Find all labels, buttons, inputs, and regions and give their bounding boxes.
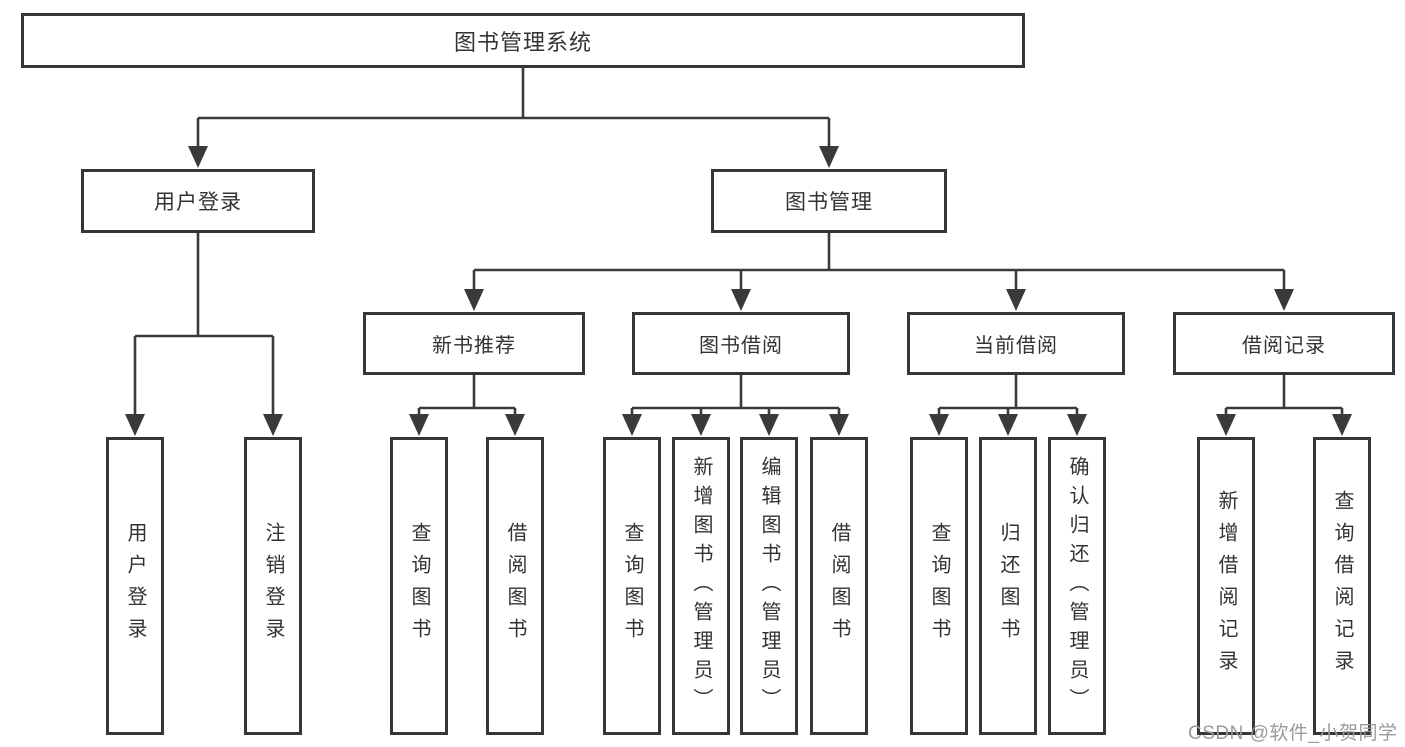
leaf-add-book-admin: 新增图书（管理员）	[672, 437, 730, 735]
leaf-borrow-books-recommend-label: 借阅图书	[504, 522, 526, 650]
leaf-query-books-current-label: 查询图书	[928, 522, 950, 650]
leaf-add-borrow-record-label: 新增借阅记录	[1215, 490, 1237, 682]
leaf-add-borrow-record: 新增借阅记录	[1197, 437, 1255, 735]
leaf-user-login: 用户登录	[106, 437, 164, 735]
leaf-edit-book-admin: 编辑图书（管理员）	[740, 437, 798, 735]
leaf-edit-book-admin-label: 编辑图书（管理员）	[758, 455, 780, 717]
leaf-query-books-borrow-label: 查询图书	[621, 522, 643, 650]
node-user-login: 用户登录	[81, 169, 315, 233]
leaf-return-book: 归还图书	[979, 437, 1037, 735]
node-new-book-recommend: 新书推荐	[363, 312, 585, 375]
node-book-management: 图书管理	[711, 169, 947, 233]
leaf-borrow-books: 借阅图书	[810, 437, 868, 735]
leaf-query-borrow-record-label: 查询借阅记录	[1331, 490, 1353, 682]
watermark: CSDN @软件_小贺同学	[1188, 723, 1398, 744]
leaf-logout: 注销登录	[244, 437, 302, 735]
node-borrow-records: 借阅记录	[1173, 312, 1395, 375]
leaf-confirm-return-admin: 确认归还（管理员）	[1048, 437, 1106, 735]
leaf-query-borrow-record: 查询借阅记录	[1313, 437, 1371, 735]
leaf-user-login-label: 用户登录	[124, 522, 146, 650]
leaf-add-book-admin-label: 新增图书（管理员）	[690, 455, 712, 717]
leaf-return-book-label: 归还图书	[997, 522, 1019, 650]
leaf-query-books-borrow: 查询图书	[603, 437, 661, 735]
leaf-confirm-return-admin-label: 确认归还（管理员）	[1066, 455, 1088, 717]
leaf-borrow-books-recommend: 借阅图书	[486, 437, 544, 735]
leaf-query-books-recommend-label: 查询图书	[408, 522, 430, 650]
node-current-borrow: 当前借阅	[907, 312, 1125, 375]
leaf-borrow-books-label: 借阅图书	[828, 522, 850, 650]
node-book-borrow: 图书借阅	[632, 312, 850, 375]
leaf-logout-label: 注销登录	[262, 522, 284, 650]
leaf-query-books-current: 查询图书	[910, 437, 968, 735]
leaf-query-books-recommend: 查询图书	[390, 437, 448, 735]
node-library-system: 图书管理系统	[21, 13, 1025, 68]
